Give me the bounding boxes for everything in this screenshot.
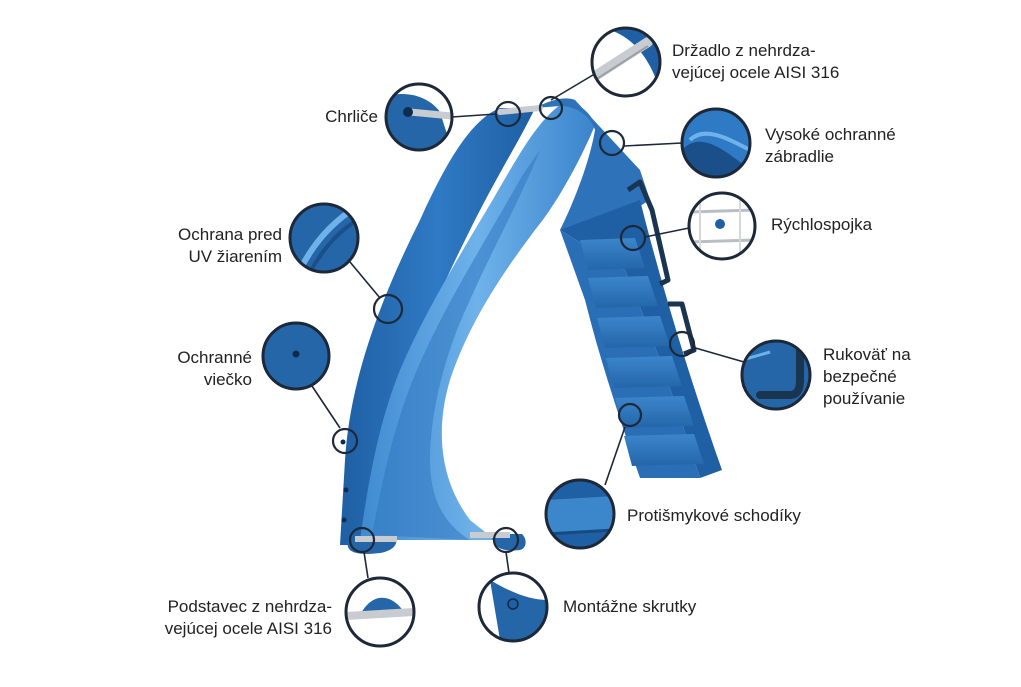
ladder-handrail-lower [668,301,697,357]
zoom-screws [477,571,549,643]
zoom-handle [590,26,662,98]
slide-outer-wall [535,98,650,230]
ladder-steps [580,238,704,466]
label-quick-coupler: Rýchlospojka [771,215,873,234]
label-base: Podstavec z nehrdza-vejúcej ocele AISI 3… [164,597,332,638]
slide [340,98,722,554]
label-handle: Držadlo z nehrdza-vejúcej ocele AISI 316 [672,41,840,82]
hotspot-rings [331,95,696,554]
zoom-quick-coupler [687,191,757,261]
label-sprinklers: Chrliče [325,107,378,126]
ladder-handrail-upper [626,179,671,287]
label-steps: Protišmykové schodíky [627,506,801,525]
zoom-base [344,576,416,648]
zoom-sprinklers [384,82,454,152]
zoom-uv [288,202,360,274]
zoom-high-rail [680,107,752,179]
leader-lines [311,71,745,579]
zoom-cap [261,321,331,391]
zoom-grip [740,339,812,411]
slide-chute-shade [372,150,540,540]
label-screws: Montážne skrutky [563,597,697,616]
zoom-steps [544,478,616,550]
